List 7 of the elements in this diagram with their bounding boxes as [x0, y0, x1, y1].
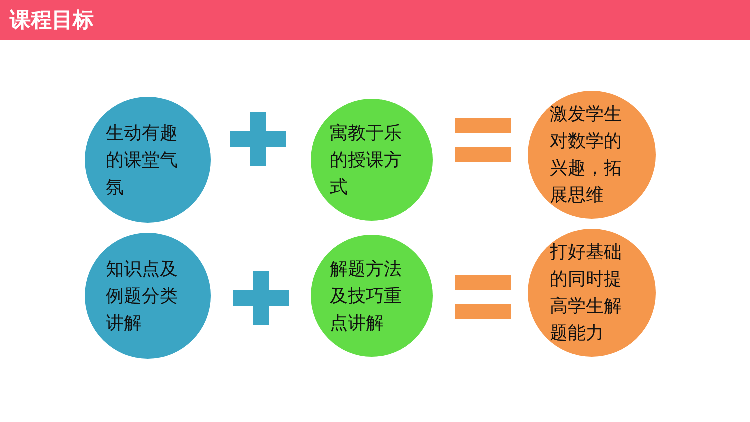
- circle-text: 解题方法及技巧重点讲解: [330, 258, 403, 336]
- circle-text: 打好基础的同时提高学生解题能力: [550, 241, 623, 346]
- circle-text: 寓教于乐的授课方式: [330, 122, 403, 200]
- title: 课程目标: [10, 7, 94, 34]
- circle-text: 激发学生对数学的兴趣，拓展思维: [550, 103, 623, 208]
- circle-text: 知识点及例题分类讲解: [106, 258, 179, 336]
- circle-text: 生动有趣的课堂气氛: [106, 122, 179, 200]
